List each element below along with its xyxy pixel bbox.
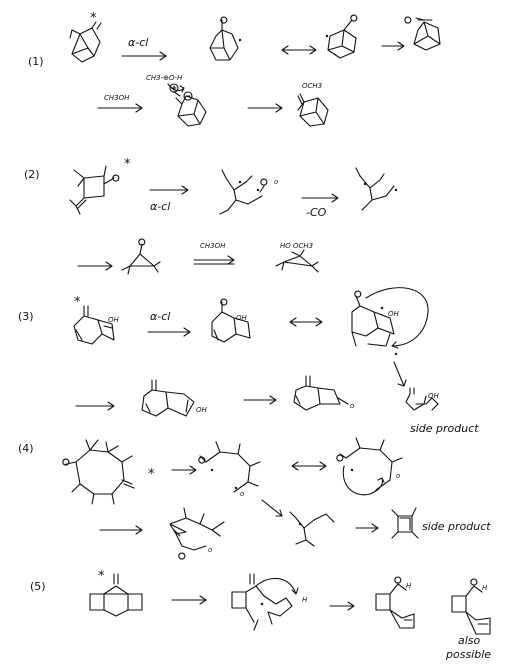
- problem-1: (1) * α-cl CH3OH CH3-⊕O-H: [28, 11, 441, 127]
- fragment-4c: [289, 511, 335, 547]
- condition-ch3oh: CH3OH: [200, 242, 226, 250]
- problem-4-label: (4): [18, 442, 34, 455]
- cyclobutanone-product-3: o: [293, 375, 354, 411]
- bis-cyclobutyl-ketone: [89, 573, 143, 617]
- problem-2: (2) * α-cl o -CO CH3OH: [24, 157, 398, 275]
- hemiketal-label: HO OCH3: [280, 242, 313, 250]
- resonance-arrow: [281, 45, 317, 55]
- diradical-intermediate: o: [219, 169, 278, 215]
- aldehyde-product: H: [375, 576, 415, 629]
- star-marker: *: [90, 11, 97, 26]
- problem-2-label: (2): [24, 168, 40, 181]
- reaction-arrow: [355, 523, 379, 533]
- cyclobutanone-start: [69, 165, 120, 215]
- side-product-3: OH: [405, 387, 440, 411]
- ketene-intermediate: [209, 16, 242, 61]
- cyclopropanone-4d: o: [169, 507, 225, 560]
- resonance-arrow: [289, 317, 323, 327]
- problem-5: (5) * H H H also: [30, 569, 491, 661]
- reaction-arrow: [301, 193, 339, 203]
- diradical-3b: OH: [351, 287, 429, 356]
- condition-alpha-cl: α-cl: [150, 310, 170, 323]
- methanol-attack: [167, 83, 207, 127]
- svg-text:o: o: [396, 472, 400, 480]
- condition-ch3oh: CH3OH: [104, 94, 130, 102]
- svg-text:OH: OH: [196, 406, 208, 414]
- svg-text:OH: OH: [428, 392, 440, 400]
- svg-text:o: o: [240, 490, 244, 498]
- cyclopropanone: [121, 238, 161, 275]
- reaction-arrow: [193, 255, 235, 265]
- star-marker: *: [124, 157, 131, 172]
- problem-4: (4) * o o: [18, 437, 491, 560]
- reaction-arrow: [243, 395, 277, 405]
- reaction-arrow: [247, 103, 283, 113]
- loss-of-co: -CO: [306, 206, 327, 219]
- diketone-start: [62, 439, 135, 505]
- problem-3-label: (3): [18, 310, 34, 323]
- reaction-arrow: [329, 601, 355, 611]
- side-product-label: side product: [410, 422, 479, 435]
- hydroxyl-label: OH: [108, 316, 120, 324]
- oxygen-label: o: [274, 178, 278, 186]
- reaction-arrow: [99, 525, 143, 535]
- side-product-label: side product: [422, 520, 491, 533]
- rearranged-3c: OH: [141, 379, 208, 417]
- reaction-arrow: [75, 401, 115, 411]
- possible-label: possible: [445, 648, 491, 661]
- star-marker: *: [98, 569, 105, 584]
- reaction-arrow: [393, 361, 407, 387]
- methyl-ester-product: [297, 93, 329, 127]
- reaction-arrow: [149, 185, 189, 195]
- bicyclic-dienone: [73, 305, 115, 345]
- problem-1-label: (1): [28, 55, 44, 68]
- alternative-product: H: [451, 578, 491, 635]
- svg-text:H: H: [302, 596, 308, 604]
- also-label: also: [458, 634, 481, 647]
- vinyloxy-radical: [355, 167, 398, 211]
- diradical-4a: o: [198, 441, 261, 498]
- reaction-arrow: [97, 103, 143, 113]
- svg-text:o: o: [350, 402, 354, 410]
- diradical-3a: OH: [211, 298, 251, 343]
- condition-alpha-cl: α-cl: [150, 200, 170, 213]
- hemiketal-product: [275, 249, 319, 273]
- reaction-arrow: [171, 595, 207, 605]
- reaction-arrow: [147, 327, 191, 337]
- resonance-arrow: [291, 461, 327, 471]
- svg-text:o: o: [208, 546, 212, 554]
- star-marker: *: [148, 467, 155, 482]
- methyl-ester-label: OCH3: [302, 82, 322, 90]
- side-product-4: [391, 507, 419, 539]
- diradical-4b: o: [336, 437, 403, 496]
- ketene-product: [404, 16, 441, 51]
- ketene-resonance: [325, 14, 358, 59]
- problem-5-label: (5): [30, 580, 46, 593]
- svg-text:H: H: [482, 584, 488, 592]
- bicyclic-ketone-start: [69, 21, 102, 63]
- svg-text:OH: OH: [388, 310, 400, 318]
- reaction-arrow: [171, 465, 197, 475]
- reaction-arrow: [381, 41, 405, 51]
- diradical-5a: H: [231, 573, 308, 631]
- reaction-arrow: [121, 51, 167, 61]
- reaction-arrow: [77, 261, 113, 271]
- aldehyde-h-label: H: [406, 582, 412, 590]
- protonated-methanol: CH3-⊕O-H: [146, 74, 183, 82]
- problem-3: (3) * OH α-cl OH OH OH side produc: [18, 287, 479, 435]
- svg-text:OH: OH: [236, 314, 248, 322]
- condition-alpha-cl: α-cl: [128, 36, 148, 49]
- reaction-arrow: [261, 499, 283, 517]
- star-marker: *: [74, 295, 81, 310]
